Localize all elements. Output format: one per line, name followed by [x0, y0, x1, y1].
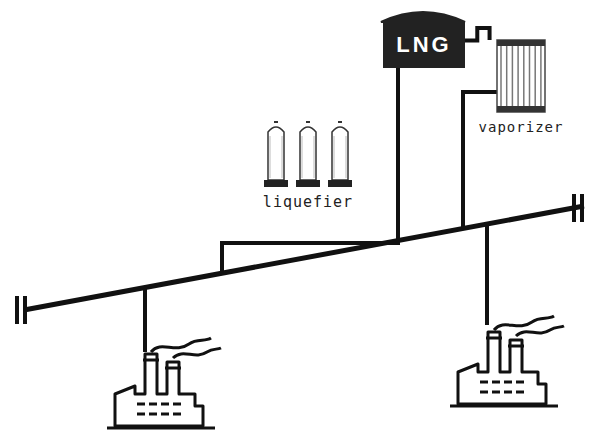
- liquefier-cylinder: [328, 122, 352, 187]
- vaporizer-pipe: [463, 92, 498, 230]
- pipe-connector: [465, 28, 490, 40]
- liquefier-cylinder: [296, 122, 320, 187]
- liquefier-cylinder: [264, 122, 288, 187]
- vaporizer-tube: [529, 46, 531, 106]
- factory-icon: [107, 338, 221, 428]
- pipeline: [24, 206, 584, 310]
- tank-dome: [381, 12, 465, 22]
- branch-pipe: [485, 225, 489, 325]
- vaporizer-tube: [534, 46, 536, 106]
- liquefier-pipe: [222, 62, 398, 274]
- node-label: LNG: [396, 32, 451, 58]
- vaporizer-tube: [540, 46, 542, 106]
- vaporizer-tube: [523, 46, 525, 106]
- branch-pipe: [143, 288, 147, 352]
- vaporizer-tube: [506, 46, 508, 106]
- node-label: vaporizer: [479, 119, 564, 136]
- lng-tank: LNG: [383, 22, 465, 68]
- vaporizer-tube: [500, 46, 502, 106]
- vaporizer-unit: [497, 40, 545, 112]
- factory-icon: [450, 316, 564, 406]
- vaporizer-box: vaporizer: [476, 40, 567, 136]
- vaporizer-tube: [512, 46, 514, 106]
- vaporizer-tube: [517, 46, 519, 106]
- break-mark: [17, 194, 582, 324]
- part-label: liquefier: [263, 193, 353, 211]
